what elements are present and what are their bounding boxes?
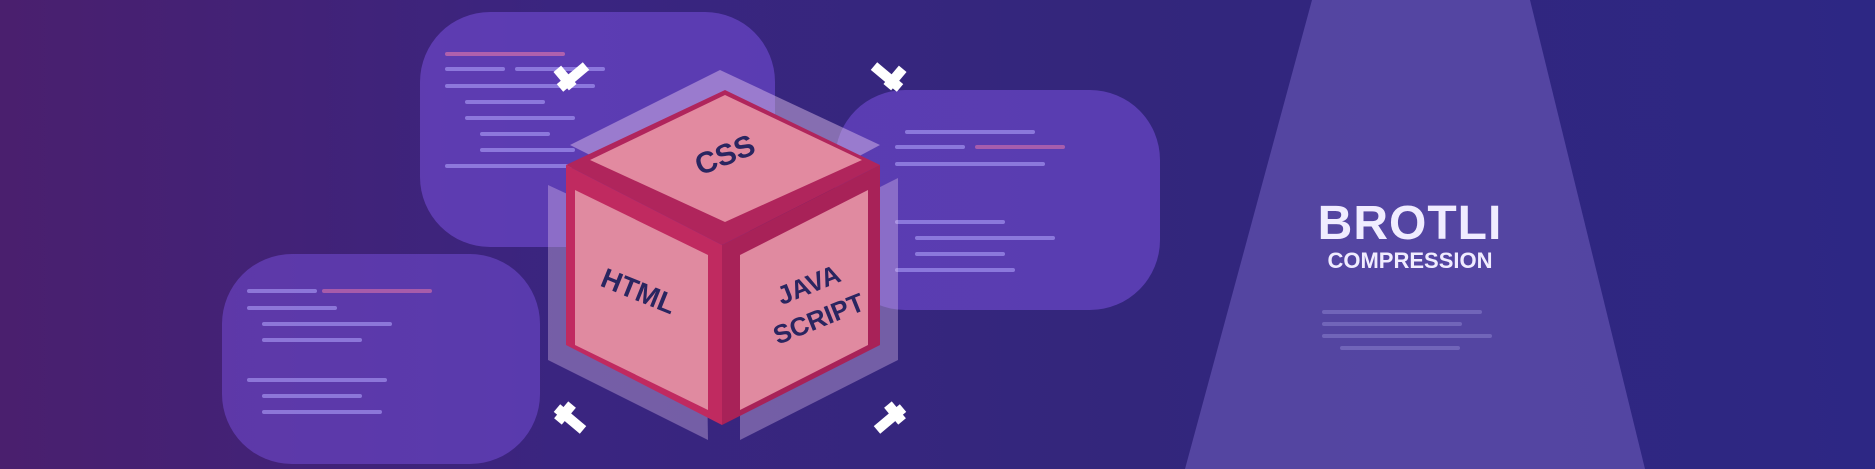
code-line xyxy=(1340,346,1460,350)
brand-subtitle: COMPRESSION xyxy=(1327,248,1493,273)
brand-title: BROTLI xyxy=(1317,197,1503,250)
bracket-bottom-left-icon xyxy=(553,401,587,434)
bracket-top-right-icon xyxy=(870,62,907,92)
bracket-top-left-icon xyxy=(553,62,590,92)
code-line xyxy=(1322,310,1482,314)
brand-block: BROTLI COMPRESSION xyxy=(1300,200,1520,274)
bracket-bottom-right-icon xyxy=(873,401,907,434)
code-bubble-bottom xyxy=(222,254,540,464)
code-line xyxy=(1322,334,1492,338)
code-bubble-right xyxy=(835,90,1160,310)
code-line xyxy=(1322,322,1462,326)
